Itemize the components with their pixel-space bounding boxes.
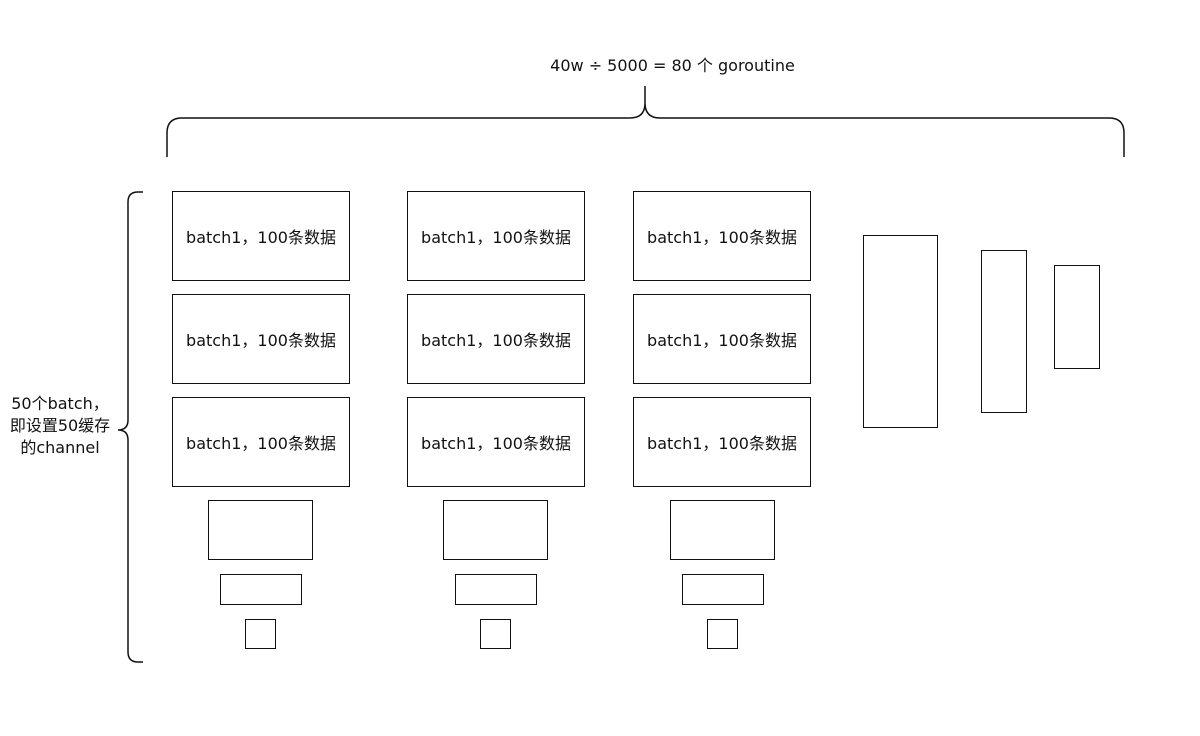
batch-label: batch1，100条数据	[186, 331, 336, 350]
batch-box: batch1，100条数据	[407, 397, 585, 487]
batch-label: batch1，100条数据	[421, 434, 571, 453]
shrinking-batch-box	[220, 574, 302, 605]
shrinking-column-box	[863, 235, 938, 428]
shrinking-batch-box	[707, 619, 738, 649]
batch-label: batch1，100条数据	[647, 434, 797, 453]
top-brace	[166, 86, 1125, 157]
batch-box: batch1，100条数据	[633, 191, 811, 281]
batch-box: batch1，100条数据	[172, 397, 350, 487]
batch-box: batch1，100条数据	[172, 191, 350, 281]
batch-box: batch1，100条数据	[172, 294, 350, 384]
shrinking-batch-box	[682, 574, 764, 605]
left-brace	[117, 191, 143, 663]
batch-label: batch1，100条数据	[186, 434, 336, 453]
shrinking-batch-box	[670, 500, 775, 560]
shrinking-batch-box	[208, 500, 313, 560]
batch-label: batch1，100条数据	[421, 331, 571, 350]
goroutine-formula-label: 40w ÷ 5000 = 80 个 goroutine	[550, 56, 795, 75]
batch-label: batch1，100条数据	[647, 331, 797, 350]
batch-box: batch1，100条数据	[633, 397, 811, 487]
batch-label: batch1，100条数据	[421, 228, 571, 247]
batch-box: batch1，100条数据	[633, 294, 811, 384]
batch-box: batch1，100条数据	[407, 294, 585, 384]
shrinking-column-box	[1054, 265, 1100, 369]
shrinking-batch-box	[443, 500, 548, 560]
batch-box: batch1，100条数据	[407, 191, 585, 281]
batch-label: batch1，100条数据	[186, 228, 336, 247]
shrinking-batch-box	[455, 574, 537, 605]
shrinking-batch-box	[245, 619, 276, 649]
batch-label: batch1，100条数据	[647, 228, 797, 247]
shrinking-column-box	[981, 250, 1027, 413]
channel-buffer-label: 50个batch，即设置50缓存的channel	[9, 394, 111, 457]
shrinking-batch-box	[480, 619, 511, 649]
